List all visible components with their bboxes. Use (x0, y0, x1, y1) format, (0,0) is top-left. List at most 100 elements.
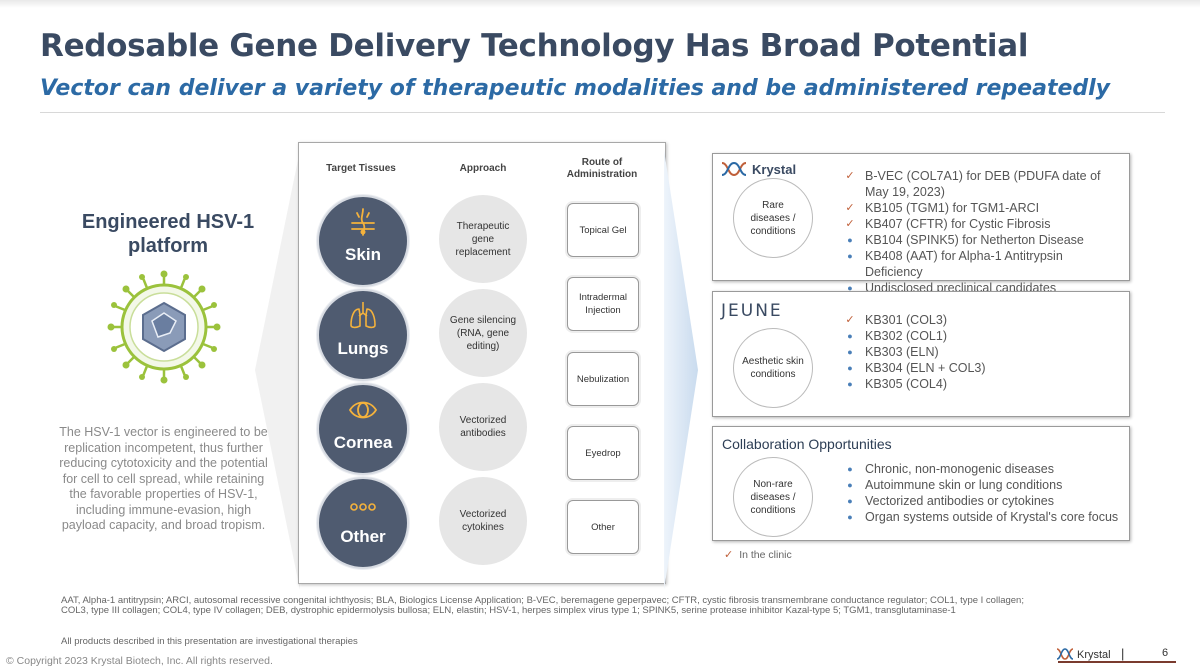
skin-icon (351, 208, 375, 236)
item-text: KB105 (TGM1) for TGM1-ARCI (865, 201, 1040, 215)
list-item: ✓ KB105 (TGM1) for TGM1-ARCI (843, 200, 1119, 216)
legend-label: In the clinic (739, 549, 792, 561)
check-icon: ✓ (845, 202, 855, 214)
tissue-label: Lungs (337, 339, 389, 358)
item-text: Vectorized antibodies or cytokines (865, 494, 1054, 508)
tissue-label: Other (340, 527, 386, 546)
bullet-icon: ● (847, 512, 853, 522)
slide-title: Redosable Gene Delivery Technology Has B… (40, 28, 1029, 64)
lungs-icon (350, 302, 376, 329)
investigational-note: All products described in this presentat… (61, 636, 358, 647)
top-shadow-line (0, 0, 1200, 8)
approach-gene-silencing: Gene silencing (RNA, gene editing) (439, 289, 527, 377)
list-item: ● KB302 (COL1) (843, 328, 1119, 344)
list-item: ✓ B-VEC (COL7A1) for DEB (PDUFA date of M… (843, 168, 1119, 200)
list-item: ● KB305 (COL4) (843, 376, 1119, 392)
bullet-icon: ● (847, 331, 853, 341)
footer-separator: | (1121, 646, 1125, 661)
bullet-icon: ● (847, 283, 853, 293)
approach-table: Target Tissues Approach Route of Adminis… (298, 142, 666, 584)
slide-subtitle: Vector can deliver a variety of therapeu… (40, 76, 1111, 101)
check-icon: ✓ (724, 549, 734, 561)
route-label: Eyedrop (585, 447, 621, 459)
list-item: ✓ KB407 (CFTR) for Cystic Fibrosis (843, 216, 1119, 232)
header-route: Route of Administration (566, 157, 638, 180)
item-text: KB301 (COL3) (865, 313, 947, 327)
header-target-tissues: Target Tissues (326, 163, 396, 174)
item-text: KB305 (COL4) (865, 377, 947, 391)
abbreviations-footnote: AAT, Alpha-1 antitrypsin; ARCI, autosoma… (61, 595, 1024, 616)
krystal-logo: Krystal (721, 161, 796, 177)
bullet-icon: ● (847, 363, 853, 373)
route-label: Intradermal Injection (578, 292, 628, 316)
platform-description: The HSV-1 vector is engineered to be rep… (59, 425, 268, 532)
aesthetic-skin-circle: Aesthetic skin conditions (733, 328, 813, 408)
list-item: ●Chronic, non-monogenic diseases (843, 461, 1119, 477)
check-icon: ✓ (845, 314, 855, 326)
krystal-logo-text: Krystal (752, 162, 796, 177)
platform-title: Engineered HSV-1 platform (81, 211, 255, 257)
route-intradermal: Intradermal Injection (567, 277, 639, 331)
right-chevron-decoration (664, 150, 698, 590)
route-label: Topical Gel (579, 224, 627, 236)
check-icon: ✓ (845, 170, 855, 182)
tissue-other: Other (317, 477, 409, 569)
left-chevron-decoration (255, 150, 300, 590)
jeune-logo: JEUNE (721, 301, 783, 321)
list-item: ✓ KB301 (COL3) (843, 312, 1119, 328)
item-text: Autoimmune skin or lung conditions (865, 478, 1063, 492)
item-text: KB408 (AAT) for Alpha-1 Antitrypsin Defi… (865, 249, 1063, 279)
item-text: KB104 (SPINK5) for Netherton Disease (865, 233, 1084, 247)
tissue-label: Skin (345, 245, 381, 264)
bullet-icon: ● (847, 464, 853, 474)
jeune-pipeline-list: ✓KB301 (COL3) ●KB302 (COL1) ●KB303 (ELN)… (843, 312, 1119, 392)
copyright-text: © Copyright 2023 Krystal Biotech, Inc. A… (6, 655, 273, 667)
route-nebulization: Nebulization (567, 352, 639, 406)
krystal-pipeline-list: ✓ B-VEC (COL7A1) for DEB (PDUFA date of M… (843, 168, 1119, 296)
list-item: ●KB408 (AAT) for Alpha-1 Antitrypsin Def… (843, 248, 1119, 280)
list-item: ● KB304 (ELN + COL3) (843, 360, 1119, 376)
approach-gene-replacement: Therapeutic gene replacement (439, 195, 527, 283)
circle-label: Non-rare diseases / conditions (750, 478, 796, 516)
route-eyedrop: Eyedrop (567, 426, 639, 480)
legend-in-clinic: ✓ In the clinic (724, 548, 792, 561)
item-text: KB407 (CFTR) for Cystic Fibrosis (865, 217, 1051, 231)
footer-krystal-logo: Krystal (1056, 648, 1111, 661)
approach-label: Vectorized cytokines (459, 509, 507, 533)
hsv-virus-icon (107, 270, 221, 384)
krystal-panel: Krystal Rare diseases / conditions ✓ B-VE… (712, 153, 1130, 295)
circle-label: Rare diseases / conditions (750, 199, 796, 237)
title-divider (40, 112, 1165, 113)
non-rare-circle: Non-rare diseases / conditions (733, 457, 813, 537)
footer-logo-text: Krystal (1077, 649, 1111, 661)
eye-icon (348, 401, 378, 419)
route-topical-gel: Topical Gel (567, 203, 639, 257)
bullet-icon: ● (847, 496, 853, 506)
list-item: ● Organ systems outside of Krystal's core… (843, 509, 1119, 525)
item-text: KB302 (COL1) (865, 329, 947, 343)
collaboration-heading: Collaboration Opportunities (722, 436, 892, 452)
bullet-icon: ● (847, 379, 853, 389)
footer-accent-line (1058, 661, 1176, 663)
route-other: Other (567, 500, 639, 554)
tissue-cornea: Cornea (317, 383, 409, 475)
bullet-icon: ● (847, 235, 853, 245)
item-text: Organ systems outside of Krystal's core … (865, 510, 1119, 524)
route-label: Other (591, 521, 615, 533)
approach-label: Therapeutic gene replacement (455, 220, 511, 258)
jeune-panel: JEUNE Aesthetic skin conditions ✓ KB301 (… (712, 291, 1130, 417)
approach-label: Gene silencing (RNA, gene editing) (449, 314, 517, 352)
bullet-icon: ● (847, 347, 853, 357)
rare-diseases-circle: Rare diseases / conditions (733, 178, 813, 258)
tissue-label: Cornea (333, 433, 393, 452)
item-text: B-VEC (COL7A1) for DEB (PDUFA date of Ma… (865, 169, 1101, 199)
list-item: ● Vectorized antibodies or cytokines (843, 493, 1119, 509)
approach-cytokines: Vectorized cytokines (439, 477, 527, 565)
approach-label: Vectorized antibodies (459, 415, 507, 439)
tissue-lungs: Lungs (317, 289, 409, 381)
approach-antibodies: Vectorized antibodies (439, 383, 527, 471)
list-item: ● KB104 (SPINK5) for Netherton Disease (843, 232, 1119, 248)
check-icon: ✓ (845, 218, 855, 230)
collaboration-panel: Collaboration Opportunities Non-rare dis… (712, 426, 1130, 541)
item-text: KB304 (ELN + COL3) (865, 361, 986, 375)
